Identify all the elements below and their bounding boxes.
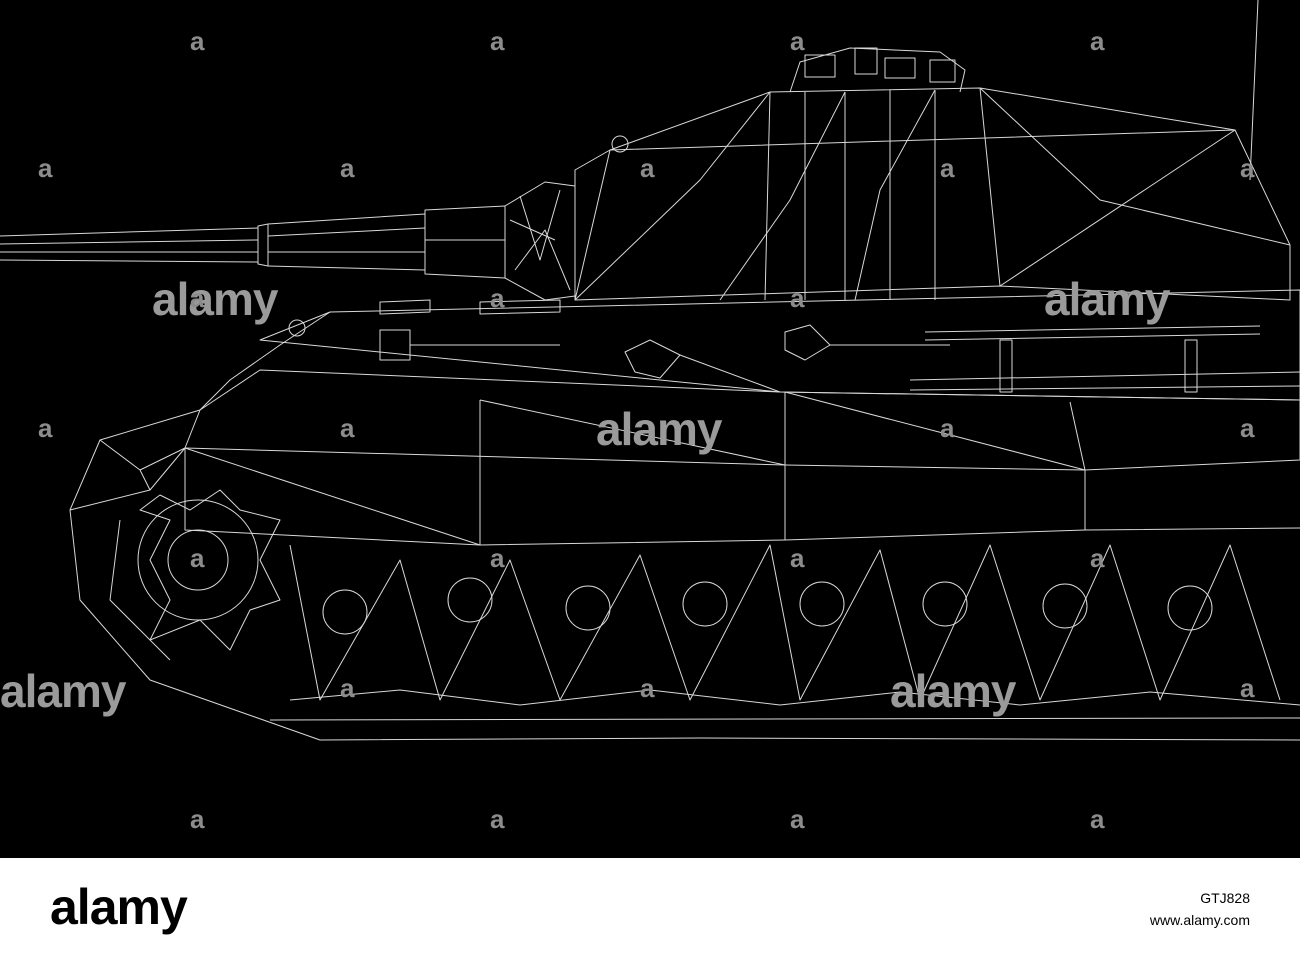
watermark-text: alamy [596,403,722,455]
footer-bar [0,858,1300,956]
watermark-text: alamy [890,665,1016,717]
watermark-mark: a [190,804,205,834]
watermark-mark: a [490,26,505,56]
track-running-gear [69,489,1300,741]
image-id: GTJ828 [1200,890,1250,906]
watermark-mark: a [790,804,805,834]
watermark-text: alamy [0,665,126,717]
watermark-mark: a [490,283,505,313]
watermark-mark: a [1240,153,1255,183]
watermark-mark: a [790,543,805,573]
watermark-text: alamy [1044,273,1170,325]
watermark-mark: a [340,413,355,443]
watermark-mark: a [940,413,955,443]
hull-side [69,369,1300,546]
watermark-mark: a [1090,26,1105,56]
watermark-mark: a [190,283,205,313]
watermark-mark: a [38,413,53,443]
watermark-mark: a [340,153,355,183]
watermark-mark: a [490,543,505,573]
watermark-mark: a [640,673,655,703]
watermark-mark: a [940,153,955,183]
gun-barrel [0,181,576,301]
watermark-mark: a [790,26,805,56]
watermark-mark: a [1240,673,1255,703]
watermark-mark: a [1090,543,1105,573]
watermark-mark: a [190,26,205,56]
watermark-mark: a [790,283,805,313]
footer-url: www.alamy.com [1149,912,1250,928]
watermark-mark: a [340,673,355,703]
watermark-mark: a [490,804,505,834]
watermark-mark: a [640,153,655,183]
watermark-text: alamy [152,273,278,325]
watermark-mark: a [1240,413,1255,443]
footer-logo: alamy [50,879,188,935]
watermark-mark: a [1090,804,1105,834]
watermark-mark: a [190,543,205,573]
turret [574,0,1291,301]
watermark-mark: a [38,153,53,183]
